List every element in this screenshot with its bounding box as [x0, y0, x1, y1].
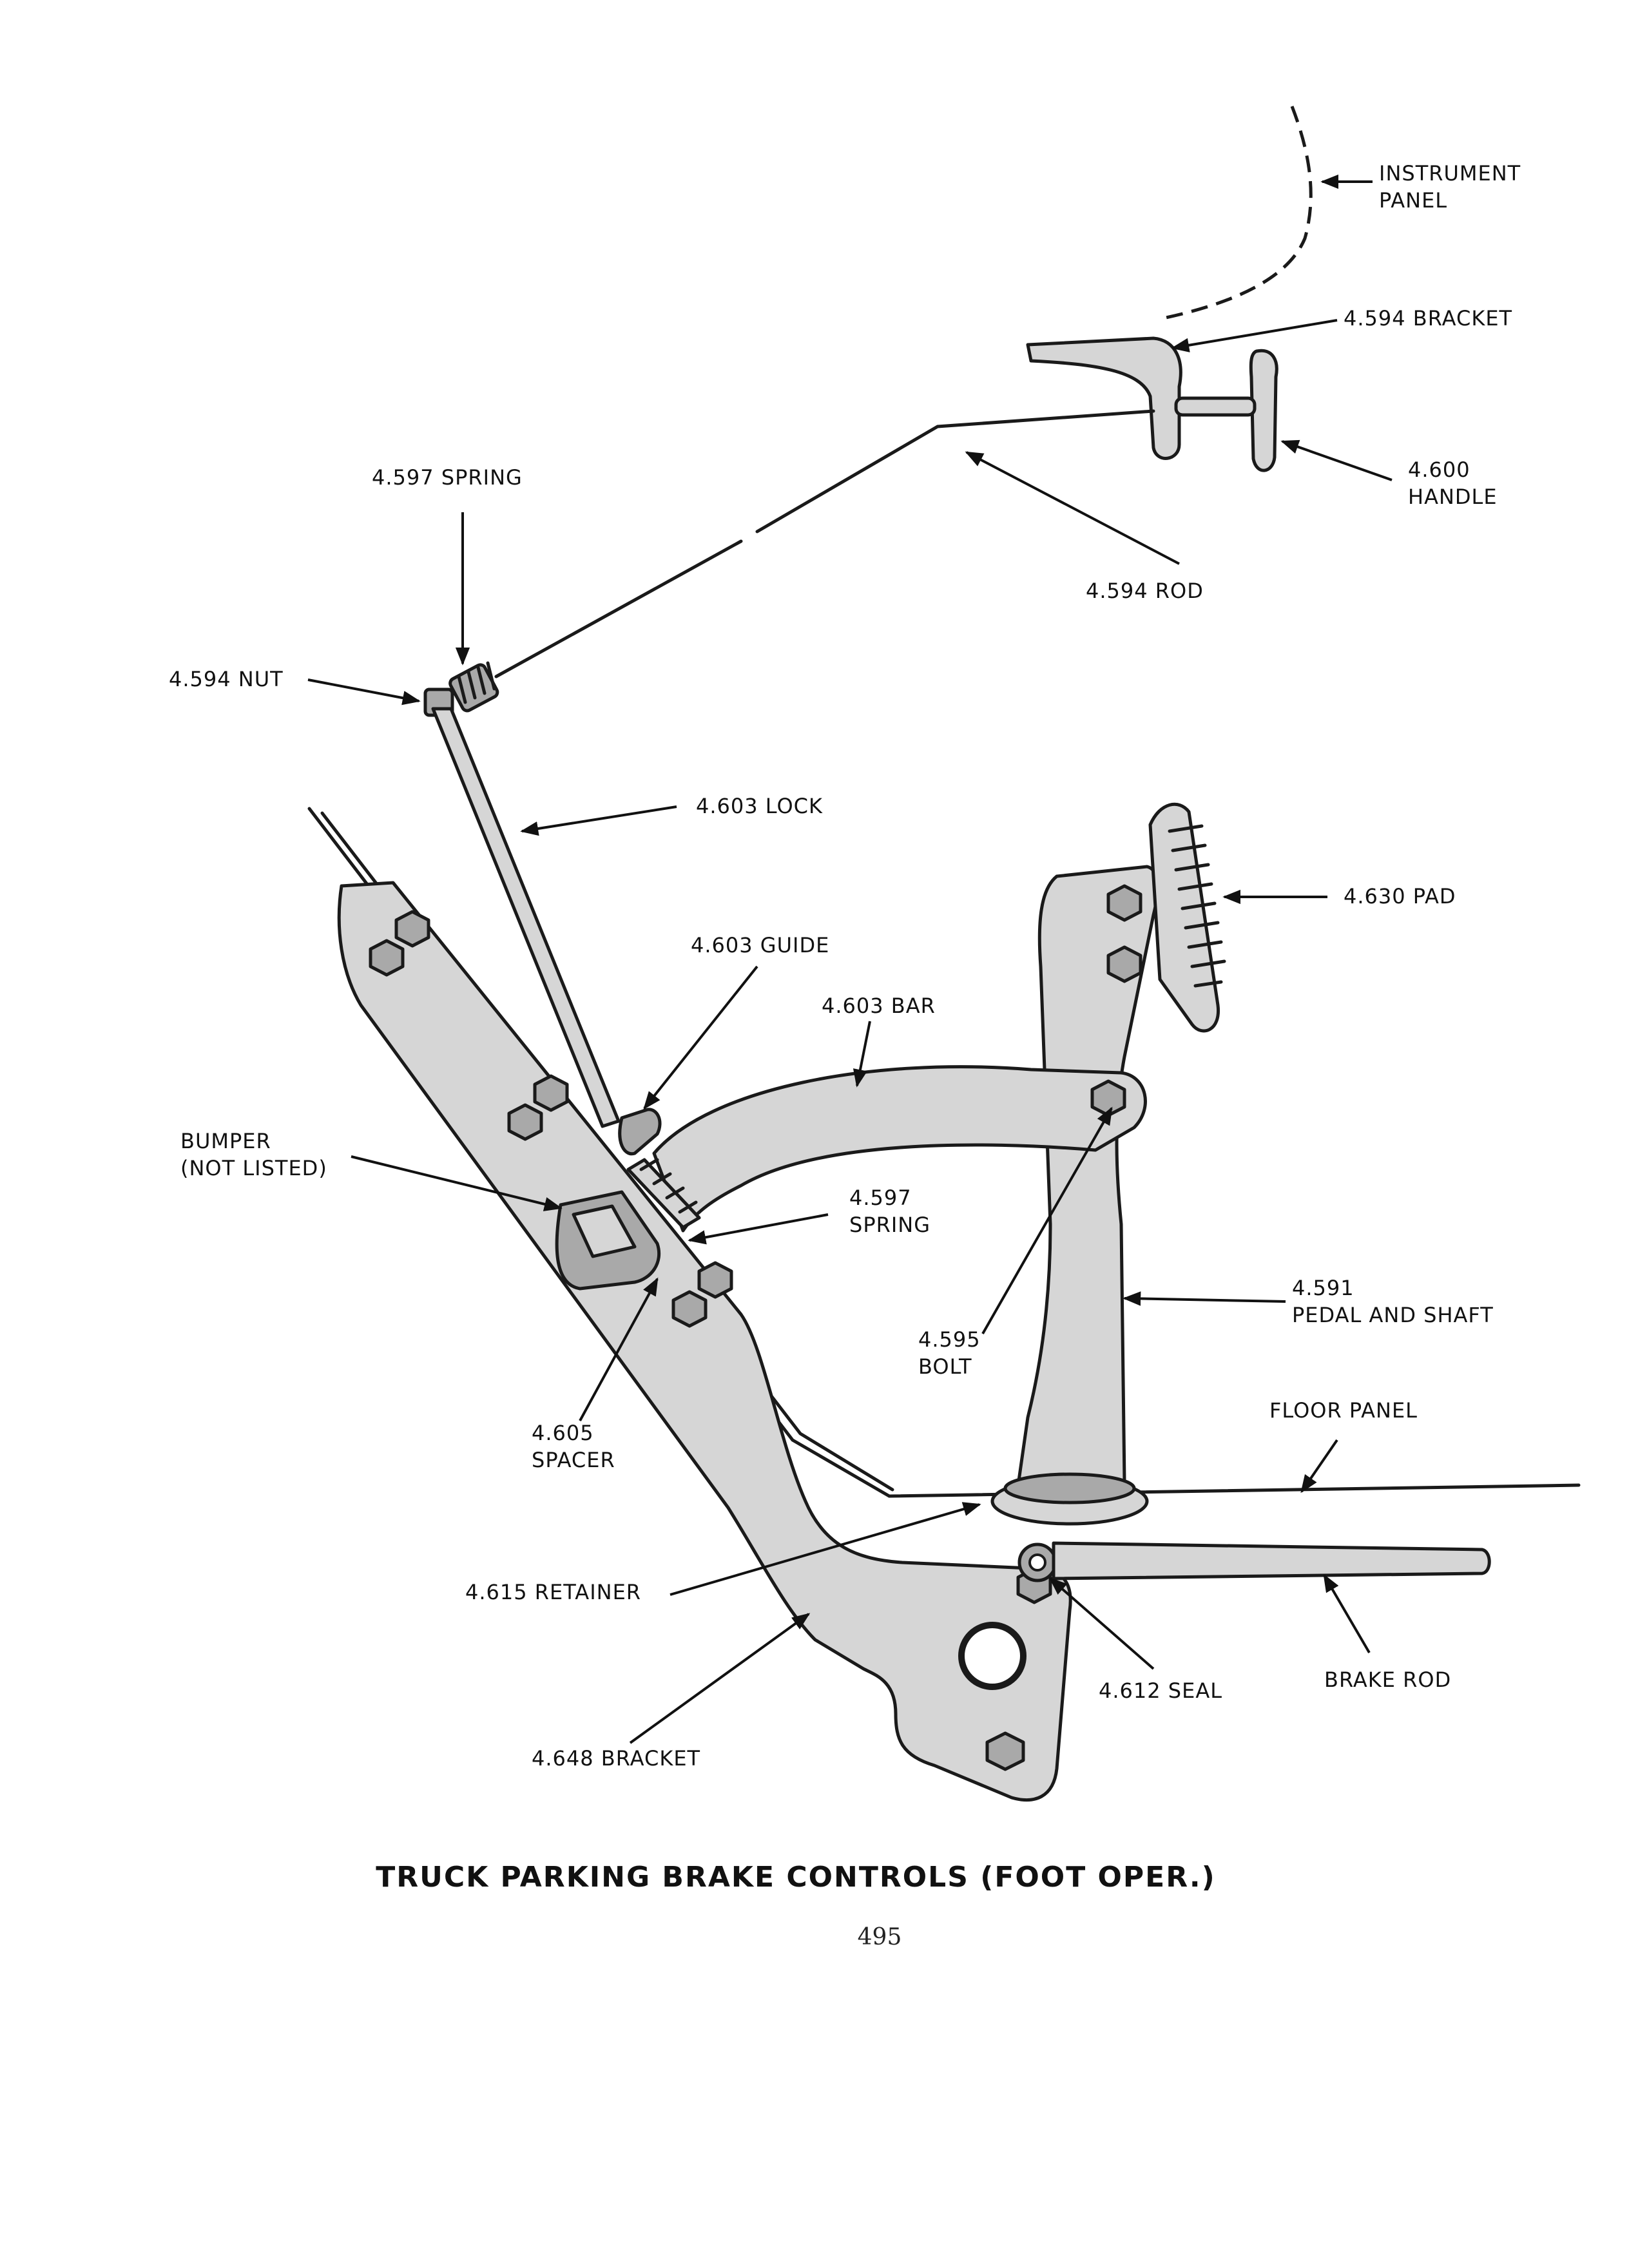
pad-4630-ribs — [1168, 824, 1226, 988]
label-retainer-4615: 4.615 RETAINER — [465, 1580, 641, 1604]
label-instrument-panel: INSTRUMENT PANEL — [1379, 161, 1528, 213]
leader-lines — [307, 174, 1393, 1744]
pedal-shaft-4591-shape — [1016, 865, 1160, 1487]
spring-4597-top-shape — [448, 661, 499, 713]
label-pad-4630: 4.630 PAD — [1344, 884, 1456, 908]
label-spacer-4605: 4.605 SPACER — [532, 1421, 615, 1472]
brake-rod-shape — [1052, 1541, 1491, 1581]
label-floor-panel: FLOOR PANEL — [1269, 1398, 1418, 1423]
spring-4597-mid-shape — [626, 1158, 701, 1229]
label-bolt-4595: 4.595 BOLT — [918, 1327, 988, 1379]
retainer-4615-collar — [1003, 1472, 1136, 1504]
bracket-4648-bolt-lower — [985, 1731, 1025, 1771]
panel-bolts — [369, 910, 733, 1328]
pad-4630-shape — [1148, 802, 1220, 1033]
label-pedal-shaft-4591: 4.591 PEDAL AND SHAFT — [1292, 1276, 1494, 1327]
bracket-4648-hole — [958, 1622, 1027, 1690]
label-bracket-4648: 4.648 BRACKET — [532, 1746, 700, 1771]
label-handle-4600: 4.600 HANDLE — [1408, 457, 1498, 509]
label-bar-4603: 4.603 BAR — [822, 994, 936, 1018]
label-bumper: BUMPER (NOT LISTED) — [180, 1129, 327, 1180]
instrument-panel-outline — [1159, 106, 1313, 321]
label-rod-4594: 4.594 ROD — [1086, 579, 1204, 603]
label-brake-rod: BRAKE ROD — [1324, 1667, 1451, 1692]
label-nut-4594: 4.594 NUT — [169, 667, 284, 691]
pedal-bolt-top — [1106, 884, 1142, 922]
diagram-title: TRUCK PARKING BRAKE CONTROLS (FOOT OPER.… — [376, 1861, 1216, 1894]
callout-labels: INSTRUMENT PANEL 4.594 BRACKET 4.600 HAN… — [169, 161, 1528, 1771]
label-spring-4597-top: 4.597 SPRING — [372, 465, 523, 490]
handle-stem — [1174, 396, 1257, 417]
rod-4594-shape — [755, 409, 1155, 533]
page-number: 495 — [858, 1924, 902, 1950]
label-seal-4612: 4.612 SEAL — [1099, 1678, 1222, 1703]
bolt-4595-head — [1090, 1079, 1126, 1117]
rod-4594-lower — [494, 539, 743, 678]
bumper-shape — [572, 1204, 637, 1258]
guide-4603-shape — [618, 1108, 662, 1156]
seal-4612-inner — [1028, 1553, 1046, 1571]
label-spring-4597-mid: 4.597 SPRING — [849, 1186, 930, 1237]
illustration — [307, 106, 1581, 1802]
pedal-bolt-mid — [1106, 945, 1142, 983]
label-lock-4603: 4.603 LOCK — [696, 794, 823, 818]
bracket-4594-shape — [1026, 336, 1182, 460]
bar-4603-shape — [652, 1065, 1147, 1233]
handle-4600-shape — [1249, 349, 1278, 472]
label-bracket-4594: 4.594 BRACKET — [1344, 306, 1512, 331]
label-guide-4603: 4.603 GUIDE — [691, 933, 829, 957]
lock-4603-shape — [431, 707, 621, 1128]
